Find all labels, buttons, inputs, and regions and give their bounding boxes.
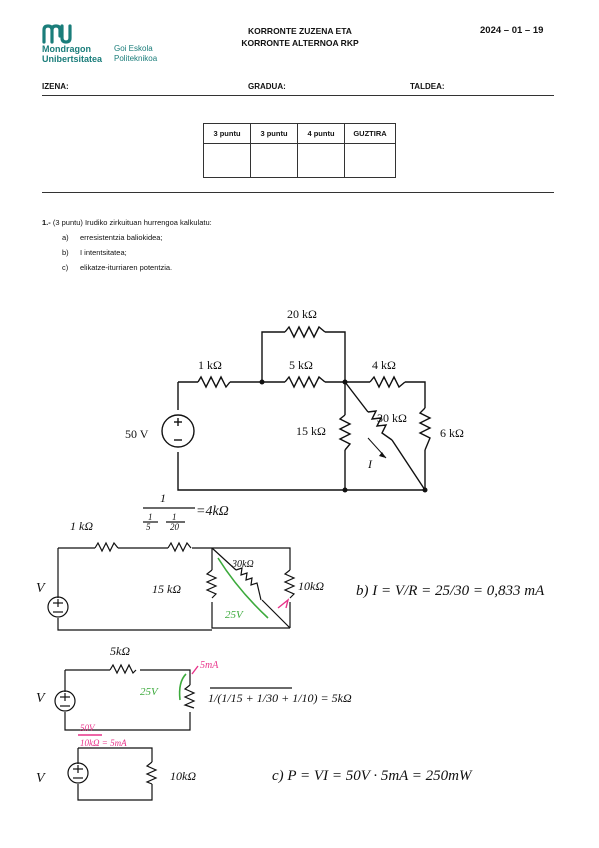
score-header-1: 3 puntu [203, 123, 251, 144]
h1-r10-label: 10kΩ [298, 579, 324, 593]
item-text: I intentsitatea; [80, 248, 127, 257]
score-cell-total[interactable] [344, 143, 396, 178]
r4-label: 4 kΩ [372, 358, 396, 372]
score-cell-2[interactable] [250, 143, 298, 178]
title-line-2: KORRONTE ALTERNOA RKP [241, 38, 359, 48]
score-header-total: GUZTIRA [344, 123, 396, 144]
item-letter: a) [62, 233, 69, 242]
score-header-3: 4 puntu [297, 123, 345, 144]
handwritten-solution: 1 1 5 1 20 =4kΩ [36, 491, 545, 801]
h1-r30-label: 30kΩ [231, 559, 254, 570]
gradua-label: GRADUA: [248, 82, 286, 91]
header-divider [42, 95, 554, 96]
question-item-b: b) I intentsitatea; [62, 248, 127, 257]
logo-line-2: Unibertsitatea [42, 54, 103, 64]
question-text: (3 puntu) Irudiko zirkuituan hurrengoa k… [52, 218, 212, 227]
r5-label: 5 kΩ [289, 358, 313, 372]
h2-equation: 1/(1/15 + 1/30 + 1/10) = 5kΩ [208, 691, 352, 705]
score-table: 3 puntu 3 puntu 4 puntu GUZTIRA [203, 123, 396, 178]
item-letter: b) [62, 248, 69, 257]
h3-note-1: 50V [80, 723, 96, 733]
h1-voltage-note: 25V [225, 609, 244, 621]
izena-label: IZENA: [42, 82, 69, 91]
frac-result: =4kΩ [196, 504, 229, 519]
r15-label: 15 kΩ [296, 424, 326, 438]
logo-sub-1: Goi Eskola [114, 44, 153, 53]
logo-line-1: Mondragon [42, 44, 91, 54]
r30-label: 30 kΩ [377, 411, 407, 425]
score-header-2: 3 puntu [250, 123, 298, 144]
university-logo-icon [42, 24, 72, 44]
h1-source-label: V [36, 581, 46, 596]
current-label: I [367, 457, 373, 471]
source-label: 50 V [125, 427, 149, 441]
question-item-a: a) erresistentzia baliokidea; [62, 233, 163, 242]
r20-label: 20 kΩ [287, 307, 317, 321]
h2-voltage-note: 25V [140, 686, 159, 698]
h2-source-label: V [36, 691, 46, 706]
h3-r-label: 10kΩ [170, 769, 196, 783]
logo-subtext: Goi Eskola Politeknikoa [114, 44, 157, 64]
logo-sub-2: Politeknikoa [114, 54, 158, 63]
h3-note-2: 10kΩ = 5mA [80, 738, 127, 748]
frac-d2: 1 [172, 512, 177, 522]
answer-c: c) P = VI = 50V · 5mA = 250mW [272, 768, 473, 784]
score-cell-3[interactable] [297, 143, 345, 178]
h1-r15-label: 15 kΩ [152, 582, 181, 596]
r6-label: 6 kΩ [440, 426, 464, 440]
question-item-c: c) elikatze-iturriaren potentzia. [62, 263, 172, 272]
frac-num: 1 [160, 491, 166, 505]
h2-r5-label: 5kΩ [110, 644, 130, 658]
question-number: 1.- [42, 218, 51, 227]
item-text: erresistentzia baliokidea; [80, 233, 163, 242]
item-text: elikatze-iturriaren potentzia. [80, 263, 173, 272]
title-line-1: KORRONTE ZUZENA ETA [248, 26, 352, 36]
answer-b: b) I = V/R = 25/30 = 0,833 mA [356, 583, 545, 599]
frac-d2b: 20 [170, 522, 180, 532]
r1-label: 1 kΩ [198, 358, 222, 372]
circuit-diagram: 50 V 1 kΩ 20 kΩ 5 kΩ 4 kΩ 15 kΩ 30 kΩ 6 … [125, 307, 464, 493]
item-letter: c) [62, 263, 69, 272]
section-divider [42, 192, 554, 193]
logo-text: Mondragon Unibertsitatea [42, 44, 102, 64]
h2-current-note: 5mA [200, 660, 219, 671]
score-cell-1[interactable] [203, 143, 251, 178]
exam-title: KORRONTE ZUZENA ETA KORRONTE ALTERNOA RK… [200, 25, 400, 49]
frac-d1b: 5 [146, 522, 151, 532]
h1-r1-label: 1 kΩ [70, 519, 93, 533]
frac-d1: 1 [148, 512, 153, 522]
taldea-label: TALDEA: [410, 82, 445, 91]
exam-date: 2024 – 01 – 19 [480, 25, 544, 36]
h3-source-label: V [36, 771, 46, 786]
question-1: 1.- (3 puntu) Irudiko zirkuituan hurreng… [42, 217, 212, 228]
